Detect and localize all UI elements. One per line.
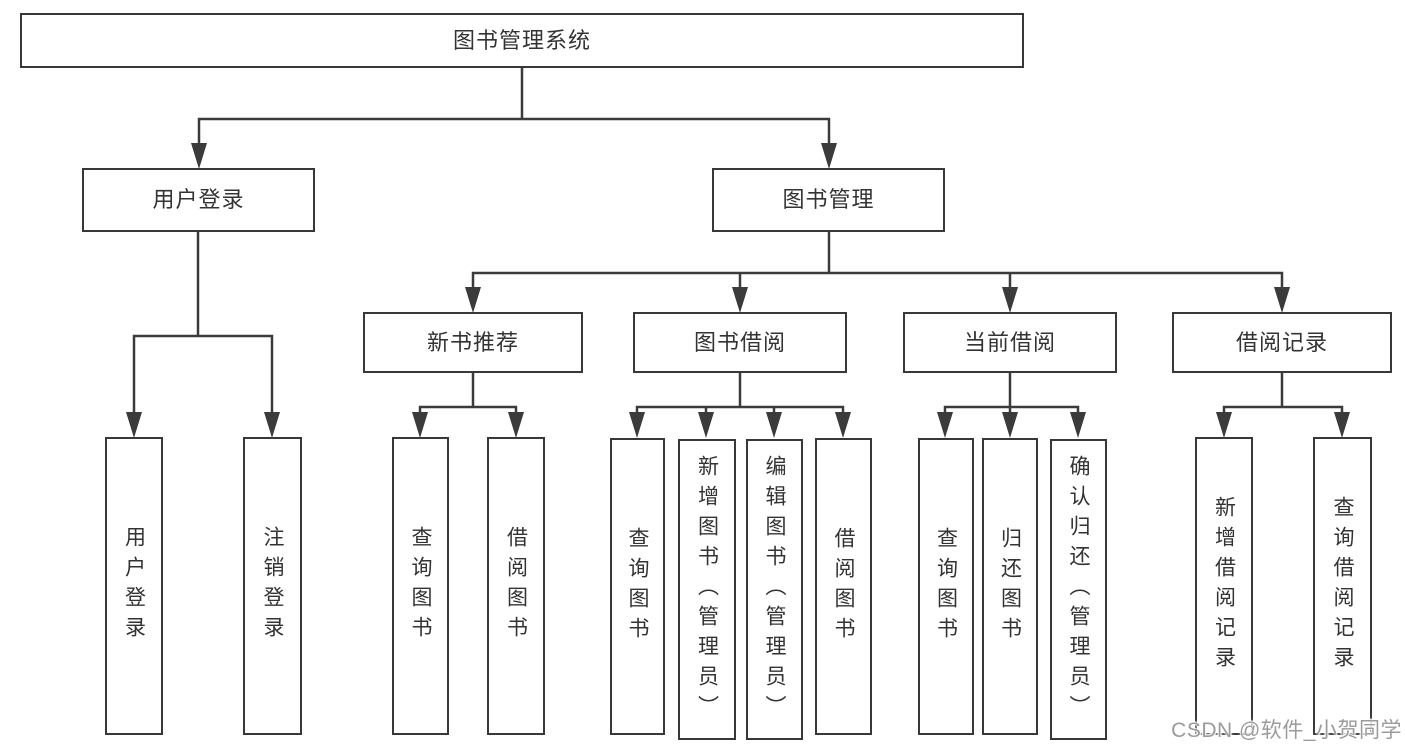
leaf-user-login-label: 用户登录 [122, 526, 146, 646]
connector-user-login-group [132, 231, 274, 420]
leaf-query-borrow-record-label: 查询借阅记录 [1331, 496, 1354, 676]
node-user-login-label: 用户登录 [152, 187, 245, 212]
node-book-borrowing-label: 图书借阅 [693, 329, 786, 355]
leaf-logout: 注销登录 [243, 437, 302, 735]
arrowheads [126, 143, 1350, 438]
leaf-query-books-current: 查询图书 [918, 438, 974, 735]
node-current-borrowing: 当前借阅 [903, 312, 1117, 373]
leaf-borrow-books-recommend-label: 借阅图书 [504, 526, 528, 646]
leaf-confirm-return-admin-label: 确认归还（管理员） [1067, 454, 1090, 725]
node-book-management-label: 图书管理 [782, 187, 875, 212]
leaf-add-borrow-record: 新增借阅记录 [1195, 437, 1253, 735]
leaf-query-books-recommend: 查询图书 [392, 437, 449, 735]
csdn-watermark: CSDN @软件_小贺同学 [1171, 719, 1402, 742]
leaf-query-books-borrowing: 查询图书 [610, 438, 665, 735]
node-user-login: 用户登录 [82, 168, 315, 232]
leaf-borrow-books-borrowing: 借阅图书 [815, 438, 872, 735]
leaf-return-books: 归还图书 [982, 438, 1038, 735]
node-current-borrowing-label: 当前借阅 [963, 329, 1056, 355]
leaf-borrow-books-recommend: 借阅图书 [487, 437, 545, 735]
leaf-logout-label: 注销登录 [261, 526, 284, 646]
node-new-book-recommend: 新书推荐 [363, 312, 583, 373]
node-root: 图书管理系统 [20, 13, 1024, 68]
leaf-return-books-label: 归还图书 [998, 526, 1022, 647]
node-new-book-recommend-label: 新书推荐 [426, 329, 519, 355]
leaf-user-login: 用户登录 [105, 437, 163, 735]
leaf-add-borrow-record-label: 新增借阅记录 [1212, 496, 1236, 676]
leaf-edit-book-admin-label: 编辑图书（管理员） [763, 454, 786, 725]
leaf-add-book-admin: 新增图书（管理员） [678, 439, 736, 740]
connector-root-to-level2 [197, 66, 831, 150]
connector-borrowing-records-group [1222, 373, 1344, 422]
node-book-management: 图书管理 [712, 168, 945, 232]
leaf-borrow-books-borrowing-label: 借阅图书 [832, 526, 855, 647]
connector-new-book-group [418, 373, 518, 422]
leaf-query-borrow-record: 查询借阅记录 [1313, 437, 1372, 735]
leaf-edit-book-admin: 编辑图书（管理员） [746, 439, 803, 740]
leaf-query-books-recommend-label: 查询图书 [409, 526, 432, 646]
node-book-borrowing: 图书借阅 [633, 312, 847, 373]
node-borrowing-records: 借阅记录 [1172, 312, 1392, 373]
node-borrowing-records-label: 借阅记录 [1235, 329, 1328, 355]
leaf-query-books-current-label: 查询图书 [934, 526, 958, 647]
leaf-query-books-borrowing-label: 查询图书 [626, 526, 649, 647]
connector-book-management-to-level3 [471, 231, 1284, 296]
leaf-confirm-return-admin: 确认归还（管理员） [1050, 439, 1107, 740]
node-root-label: 图书管理系统 [452, 27, 591, 53]
connector-book-borrowing-group [635, 373, 845, 422]
leaf-add-book-admin-label: 新增图书（管理员） [695, 454, 719, 725]
